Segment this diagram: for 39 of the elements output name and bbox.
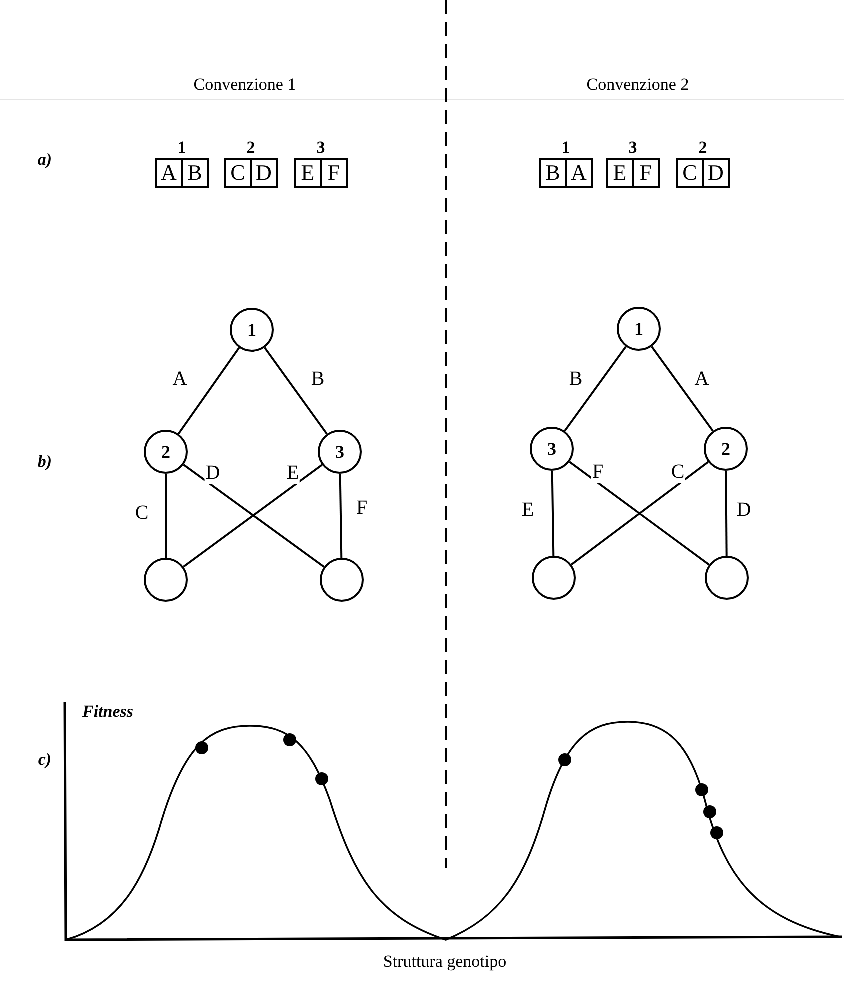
row-label: b) bbox=[38, 452, 52, 471]
row-label: c) bbox=[38, 750, 52, 769]
gene-cell: F bbox=[632, 158, 660, 188]
gene-number: 1 bbox=[562, 138, 570, 158]
tree-node: 3 bbox=[530, 427, 574, 471]
tree-node: 1 bbox=[617, 307, 661, 351]
gene-cell: B bbox=[181, 158, 209, 188]
gene-cell: A bbox=[565, 158, 593, 188]
gene-number: 3 bbox=[628, 138, 638, 158]
gene-cell: B bbox=[539, 158, 567, 188]
column-heading: Convenzione 1 bbox=[194, 75, 296, 94]
tree-edge bbox=[564, 346, 627, 432]
gene-cell: C bbox=[676, 158, 704, 188]
gene-cell: F bbox=[320, 158, 348, 188]
tree-node: 1 bbox=[230, 308, 274, 352]
tree-node: 2 bbox=[704, 427, 748, 471]
tree-edge bbox=[264, 347, 328, 435]
tree-edge bbox=[551, 470, 555, 556]
axis-label: Fitness bbox=[82, 702, 134, 721]
gene-cell: C bbox=[224, 158, 252, 188]
gene-cell: D bbox=[250, 158, 278, 188]
tree-node: 2 bbox=[144, 430, 188, 474]
row-label: a) bbox=[38, 150, 52, 169]
gene-number: 3 bbox=[316, 138, 326, 158]
tree-edge bbox=[339, 474, 343, 558]
gene-cell: D bbox=[702, 158, 730, 188]
column-heading: Convenzione 2 bbox=[586, 75, 690, 94]
gene-cell: A bbox=[155, 158, 183, 188]
tree-edge bbox=[165, 474, 167, 558]
gene-number: 1 bbox=[178, 138, 186, 158]
gene-cell: E bbox=[294, 158, 322, 188]
gene-number: 2 bbox=[698, 138, 708, 158]
tree-node: 3 bbox=[318, 430, 362, 474]
tree-edge bbox=[178, 347, 240, 435]
gene-cell: E bbox=[606, 158, 634, 188]
axis-label: Struttura genotipo bbox=[383, 952, 507, 971]
tree-edge bbox=[651, 346, 714, 432]
gene-number: 2 bbox=[246, 138, 256, 158]
tree-edge bbox=[725, 471, 728, 556]
